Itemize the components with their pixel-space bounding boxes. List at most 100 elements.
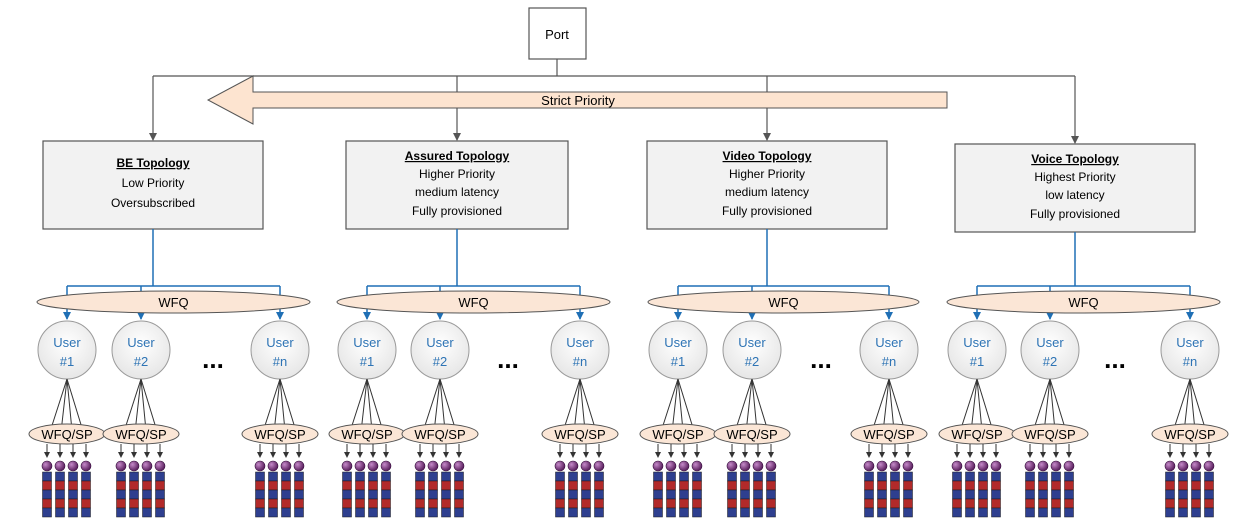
queue-slot <box>155 489 165 500</box>
queue-slot <box>368 489 378 500</box>
queue-slot <box>978 471 988 482</box>
queue-slot <box>281 507 291 518</box>
queue-slot <box>129 498 139 509</box>
queue-slot <box>766 489 776 500</box>
queue-slot <box>454 480 464 491</box>
queue-slot <box>1204 489 1214 500</box>
user-circle <box>722 320 782 380</box>
queue-slot <box>740 507 750 518</box>
queue-slot <box>342 507 352 518</box>
wfqsp-label: WFQ/SP <box>115 427 166 442</box>
queue-slot <box>890 489 900 500</box>
queue <box>80 444 92 518</box>
queue-slot <box>294 507 304 518</box>
queue-slot <box>428 489 438 500</box>
queue <box>1177 444 1189 518</box>
queue-slot <box>864 498 874 509</box>
queue-ball <box>593 460 605 472</box>
queue-slot <box>692 471 702 482</box>
queue-slot <box>294 471 304 482</box>
queue-slot <box>1204 480 1214 491</box>
queue-slot <box>753 471 763 482</box>
queue <box>1037 444 1049 518</box>
queue-slot <box>155 480 165 491</box>
wfqsp-label: WFQ/SP <box>341 427 392 442</box>
queue-slot <box>1191 480 1201 491</box>
queue-slot <box>116 480 126 491</box>
queue-slot <box>766 498 776 509</box>
queue-slot <box>1191 471 1201 482</box>
user-circle <box>947 320 1007 380</box>
queue <box>1164 444 1176 518</box>
queue-slot <box>281 489 291 500</box>
queue-slot <box>1165 498 1175 509</box>
queue-slot <box>441 471 451 482</box>
queue-slot <box>679 507 689 518</box>
queue-slot <box>952 480 962 491</box>
queue-slot <box>1191 489 1201 500</box>
queue-slot <box>1051 489 1061 500</box>
user-label: User <box>127 335 155 350</box>
queue-ball <box>267 460 279 472</box>
queue-ball <box>440 460 452 472</box>
queue-slot <box>1051 507 1061 518</box>
queue-slot <box>142 507 152 518</box>
queue <box>440 444 452 518</box>
queue-slot <box>679 480 689 491</box>
queue <box>267 444 279 518</box>
wfqsp-scheduler: WFQ/SP <box>713 378 791 518</box>
user-id: #2 <box>134 354 148 369</box>
queue-slot <box>1191 498 1201 509</box>
queue-slot <box>991 498 1001 509</box>
queue-slot <box>555 507 565 518</box>
queue-slot <box>877 471 887 482</box>
queue-slot <box>116 471 126 482</box>
queue-slot <box>428 471 438 482</box>
queue-slot <box>864 480 874 491</box>
queue-slot <box>68 471 78 482</box>
user-id: #n <box>882 354 896 369</box>
queue-ball <box>652 460 664 472</box>
queue <box>367 444 379 518</box>
queue-slot <box>890 507 900 518</box>
queue-slot <box>142 480 152 491</box>
topology-line: Oversubscribed <box>111 196 195 210</box>
queue-slot <box>666 471 676 482</box>
queue-slot <box>1051 498 1061 509</box>
queue-slot <box>1204 507 1214 518</box>
queue-slot <box>727 489 737 500</box>
topology-assured: Assured Topology Higher Priority medium … <box>345 140 569 230</box>
topology-line: low latency <box>1045 188 1104 202</box>
queue-slot <box>116 507 126 518</box>
topology-title: Video Topology <box>723 149 812 163</box>
queue <box>765 444 777 518</box>
queue-slot <box>1165 489 1175 500</box>
user-label: User <box>353 335 381 350</box>
queue-slot <box>903 498 913 509</box>
queue-slot <box>381 480 391 491</box>
queue-slot <box>581 507 591 518</box>
topology-line: Higher Priority <box>419 167 495 181</box>
topology-title: Voice Topology <box>1031 152 1119 166</box>
wfqsp-label: WFQ/SP <box>652 427 703 442</box>
topology-line: medium latency <box>415 185 499 199</box>
queue-slot <box>581 480 591 491</box>
topology-subtree: WFQUser#1WFQ/SPUser#2WFQ/SPUser#nWFQ/SP.… <box>28 229 319 518</box>
wfqsp-scheduler: WFQ/SP <box>401 378 479 518</box>
queue-slot <box>116 498 126 509</box>
queue-ball <box>80 460 92 472</box>
queue-slot <box>55 489 65 500</box>
queue-slot <box>129 480 139 491</box>
queue-slot <box>415 480 425 491</box>
queue-slot <box>978 489 988 500</box>
wfqsp-label: WFQ/SP <box>554 427 605 442</box>
wfqsp-oval <box>850 423 928 445</box>
queue-slot <box>415 471 425 482</box>
queue-slot <box>342 471 352 482</box>
queue-slot <box>281 498 291 509</box>
wfqsp-label: WFQ/SP <box>726 427 777 442</box>
queue <box>726 444 738 518</box>
